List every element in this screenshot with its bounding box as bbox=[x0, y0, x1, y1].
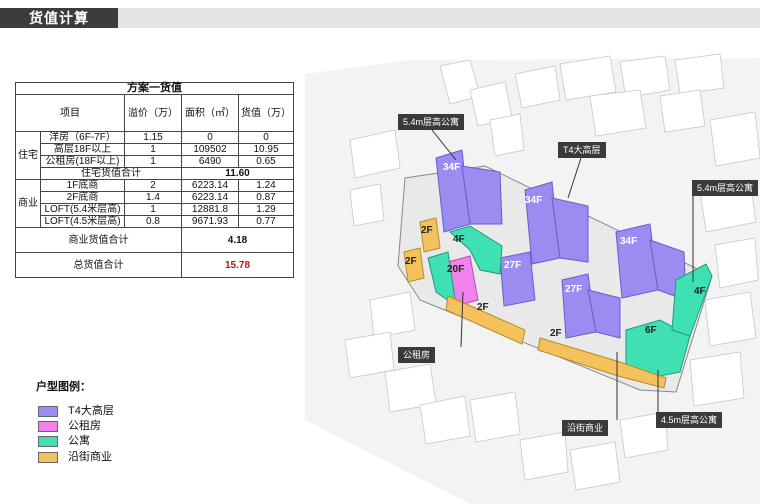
legend-label: T4大高层 bbox=[68, 405, 114, 417]
category-commercial: 商业 bbox=[15, 179, 41, 228]
callout-label: 沿街商业 bbox=[562, 420, 609, 436]
legend-swatch bbox=[38, 451, 58, 463]
callout-label: T4大高层 bbox=[558, 142, 606, 158]
col-header-item: 项目 bbox=[15, 94, 125, 132]
legend-item: 公租房 bbox=[38, 420, 101, 432]
floor-label-apartment: 4F bbox=[453, 234, 465, 245]
floor-label-tower: 27F bbox=[565, 284, 582, 295]
legend-title: 户型图例： bbox=[36, 381, 91, 393]
legend-label: 沿街商业 bbox=[68, 451, 112, 463]
floor-label-tower: 34F bbox=[443, 162, 460, 173]
col-header-value: 货值（万） bbox=[238, 94, 294, 132]
valuation-table: 方案一货值 项目 溢价（万） 面积（㎡） 货值（万） 住宅 洋房（6F-7F） … bbox=[15, 82, 294, 278]
total-value: 15.78 bbox=[181, 252, 294, 278]
floor-label-tower: 34F bbox=[525, 195, 542, 206]
tower-buildings bbox=[435, 149, 687, 339]
legend-item: 公寓 bbox=[38, 435, 90, 447]
floor-label-public-rental: 20F bbox=[447, 264, 464, 275]
legend-swatch bbox=[38, 435, 58, 447]
total-label: 总货值合计 bbox=[15, 252, 182, 278]
floor-label-apartment: 6F bbox=[645, 325, 657, 336]
legend-label: 公租房 bbox=[68, 420, 101, 432]
legend-item: 沿街商业 bbox=[38, 451, 112, 463]
legend-label: 公寓 bbox=[68, 435, 90, 447]
apartment-buildings bbox=[427, 225, 713, 381]
category-residential: 住宅 bbox=[15, 131, 41, 180]
floor-label-commercial: 2F bbox=[550, 328, 562, 339]
floor-label-tower: 34F bbox=[620, 236, 637, 247]
legend-item: T4大高层 bbox=[38, 405, 114, 417]
legend-swatch bbox=[38, 405, 58, 417]
floor-label-commercial: 2F bbox=[405, 256, 417, 267]
floor-label-apartment: 4F bbox=[694, 286, 706, 297]
callout-label: 公租房 bbox=[398, 347, 436, 363]
floor-labels: 34F 34F 34F 27F 27F 20F 4F 4F 6F 2F 2F 2… bbox=[405, 162, 706, 339]
table-cell: 0 bbox=[238, 131, 294, 144]
commercial-buildings bbox=[403, 217, 667, 389]
legend-swatch bbox=[38, 420, 58, 432]
callout-label: 4.5m层高公寓 bbox=[656, 412, 723, 428]
callout-leader-lines bbox=[431, 129, 694, 420]
header-bar bbox=[0, 8, 760, 28]
callout-label: 5.4m层高公寓 bbox=[398, 114, 465, 130]
page-title: 货值计算 bbox=[0, 8, 118, 28]
floor-label-commercial: 2F bbox=[421, 225, 433, 236]
callout-label: 5.4m层高公寓 bbox=[692, 180, 759, 196]
floor-label-commercial: 2F bbox=[477, 302, 489, 313]
floor-label-tower: 27F bbox=[504, 260, 521, 271]
